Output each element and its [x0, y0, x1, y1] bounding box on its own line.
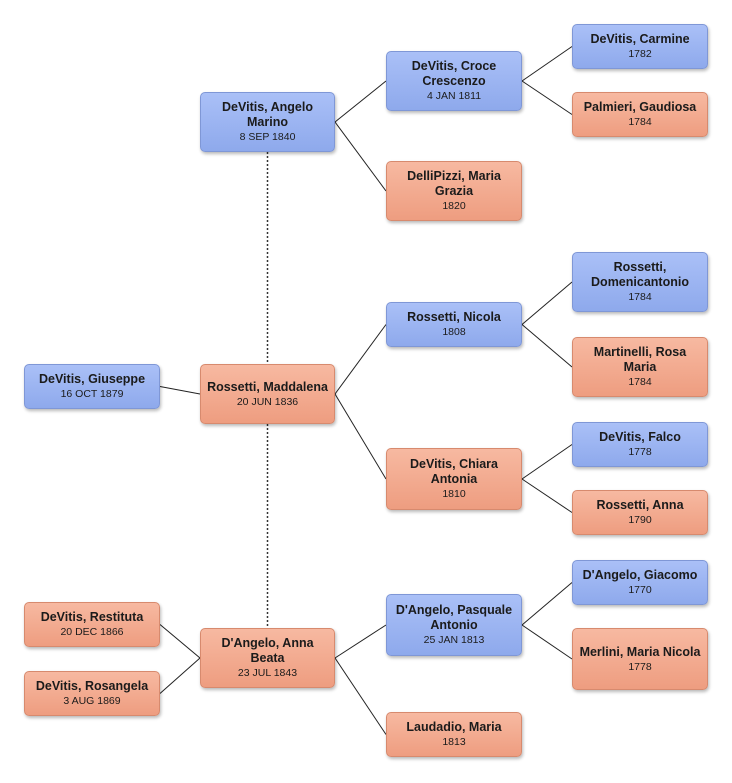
person-name: D'Angelo, Anna Beata: [221, 636, 314, 665]
person-name: DeVitis, Chiara Antonia: [409, 457, 498, 486]
person-name: Palmieri, Gaudiosa: [583, 100, 697, 114]
person-name: D'Angelo, Giacomo: [582, 568, 698, 582]
person-date: 1784: [628, 376, 652, 388]
link-maddalena-nicola: [334, 324, 387, 395]
person-node-giuseppe[interactable]: DeVitis, Giuseppe 16 OCT 1879: [24, 364, 160, 409]
person-node-falco[interactable]: DeVitis, Falco 1778: [572, 422, 708, 467]
person-date: 20 JUN 1836: [236, 395, 299, 408]
person-date: 1784: [628, 291, 652, 303]
person-name: DeVitis, Giuseppe: [38, 372, 146, 386]
link-maddalena-chiara: [334, 393, 387, 480]
link-rosangela-anna-beata: [159, 657, 201, 694]
person-node-carmine[interactable]: DeVitis, Carmine 1782: [572, 24, 708, 69]
person-date: 1784: [628, 116, 652, 128]
link-angelo-maria-grazia: [334, 121, 387, 192]
person-date: 23 JUL 1843: [237, 667, 298, 679]
person-name: DeVitis, Restituta: [40, 610, 144, 624]
person-name: DeVitis, Falco: [599, 430, 681, 444]
person-name: Rossetti, Nicola: [407, 310, 501, 324]
link-chiara-anna: [521, 478, 573, 513]
person-date: 1778: [628, 660, 652, 673]
person-name: DeVitis, Angelo Marino: [222, 100, 313, 129]
person-node-nicola[interactable]: Rossetti, Nicola 1808: [386, 302, 522, 347]
person-date: 1770: [628, 584, 652, 596]
person-name: Martinelli, Rosa Maria: [593, 345, 687, 374]
link-restituta-anna-beata: [159, 624, 201, 659]
person-node-anna-beata[interactable]: D'Angelo, Anna Beata 23 JUL 1843: [200, 628, 335, 688]
person-date: 20 DEC 1866: [60, 626, 124, 638]
person-date: 16 OCT 1879: [60, 388, 124, 400]
person-date: 1782: [628, 48, 652, 60]
person-date: 1810: [442, 488, 466, 500]
person-name: D'Angelo, Pasquale Antonio: [395, 603, 513, 632]
person-date: 1790: [628, 514, 652, 526]
person-name: Rossetti, Anna: [596, 498, 684, 512]
link-giuseppe-maddalena: [159, 386, 201, 395]
link-croce-carmine: [521, 46, 573, 82]
person-name: Rossetti, Maddalena: [207, 379, 328, 394]
person-date: 1813: [442, 736, 466, 748]
person-node-restituta[interactable]: DeVitis, Restituta 20 DEC 1866: [24, 602, 160, 647]
link-nicola-domenicantonio: [521, 281, 573, 325]
person-node-pasquale[interactable]: D'Angelo, Pasquale Antonio 25 JAN 1813: [386, 594, 522, 656]
link-chiara-falco: [521, 444, 573, 480]
link-nicola-rosa-maria: [521, 324, 573, 368]
person-date: 4 JAN 1811: [426, 90, 482, 102]
person-node-giacomo[interactable]: D'Angelo, Giacomo 1770: [572, 560, 708, 605]
person-node-anna[interactable]: Rossetti, Anna 1790: [572, 490, 708, 535]
person-node-maria-grazia[interactable]: DelliPizzi, Maria Grazia 1820: [386, 161, 522, 221]
person-node-rosa-maria[interactable]: Martinelli, Rosa Maria 1784: [572, 337, 708, 397]
link-pasquale-maria-nicola: [521, 624, 573, 660]
person-name: DeVitis, Rosangela: [35, 679, 149, 693]
person-date: 8 SEP 1840: [239, 131, 296, 143]
link-croce-gaudiosa: [521, 80, 573, 115]
person-name: Rossetti, Domenicantonio: [591, 260, 689, 289]
person-name: DelliPizzi, Maria Grazia: [407, 169, 501, 198]
person-date: 3 AUG 1869: [63, 695, 121, 707]
person-node-rosangela[interactable]: DeVitis, Rosangela 3 AUG 1869: [24, 671, 160, 716]
person-name: Laudadio, Maria: [406, 720, 502, 734]
person-date: 25 JAN 1813: [423, 634, 485, 646]
person-node-gaudiosa[interactable]: Palmieri, Gaudiosa 1784: [572, 92, 708, 137]
person-name: Merlini, Maria Nicola: [579, 644, 701, 659]
link-pasquale-giacomo: [521, 582, 573, 626]
person-date: 1808: [442, 326, 466, 338]
person-date: 1778: [628, 446, 652, 458]
person-node-laudadio[interactable]: Laudadio, Maria 1813: [386, 712, 522, 757]
person-name: DeVitis, Croce Crescenzo: [411, 59, 497, 88]
person-node-chiara[interactable]: DeVitis, Chiara Antonia 1810: [386, 448, 522, 510]
link-anna-beata-laudadio: [334, 657, 387, 735]
person-date: 1820: [442, 200, 466, 212]
link-angelo-croce: [334, 80, 387, 123]
person-node-croce[interactable]: DeVitis, Croce Crescenzo 4 JAN 1811: [386, 51, 522, 111]
link-anna-beata-pasquale: [334, 624, 387, 659]
person-node-angelo[interactable]: DeVitis, Angelo Marino 8 SEP 1840: [200, 92, 335, 152]
person-node-domenicantonio[interactable]: Rossetti, Domenicantonio 1784: [572, 252, 708, 312]
person-name: DeVitis, Carmine: [590, 32, 690, 46]
